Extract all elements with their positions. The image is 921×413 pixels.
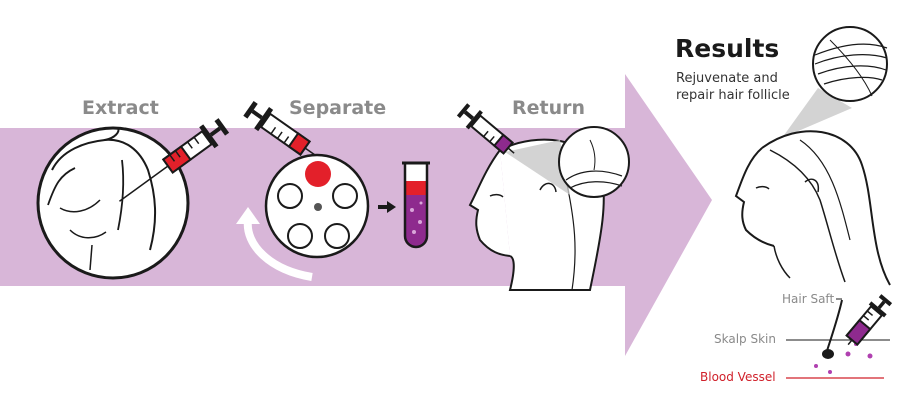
results-woman-illustration [734,130,891,286]
return-zoom-circle [558,126,630,198]
rotation-arrowhead [236,207,260,224]
test-tube [402,161,430,249]
extract-illustration [36,126,190,280]
step-label-separate: Separate [289,97,387,119]
return-zoom-cone [505,140,570,195]
hair-follicle-diagram [786,298,890,379]
results-zoom-circle [812,26,888,102]
results-title: Results [675,34,780,63]
scalp-skin-label: Skalp Skin [714,332,776,346]
extract-syringe [119,118,230,202]
separate-syringe [243,101,316,156]
rotation-arrow [243,219,313,281]
blood-vessel-label: Blood Vessel [700,370,776,384]
step-label-return: Return [512,97,586,119]
centrifuge-illustration [264,153,370,259]
hair-shaft-label: Hair Saft [782,292,835,306]
step-label-extract: Extract [82,97,159,119]
results-zoom-cone [782,88,852,138]
small-right-arrow [378,201,396,213]
results-description: Rejuvenate and repair hair follicle [676,71,790,103]
return-syringe [456,103,515,155]
results-syringe [845,294,893,346]
